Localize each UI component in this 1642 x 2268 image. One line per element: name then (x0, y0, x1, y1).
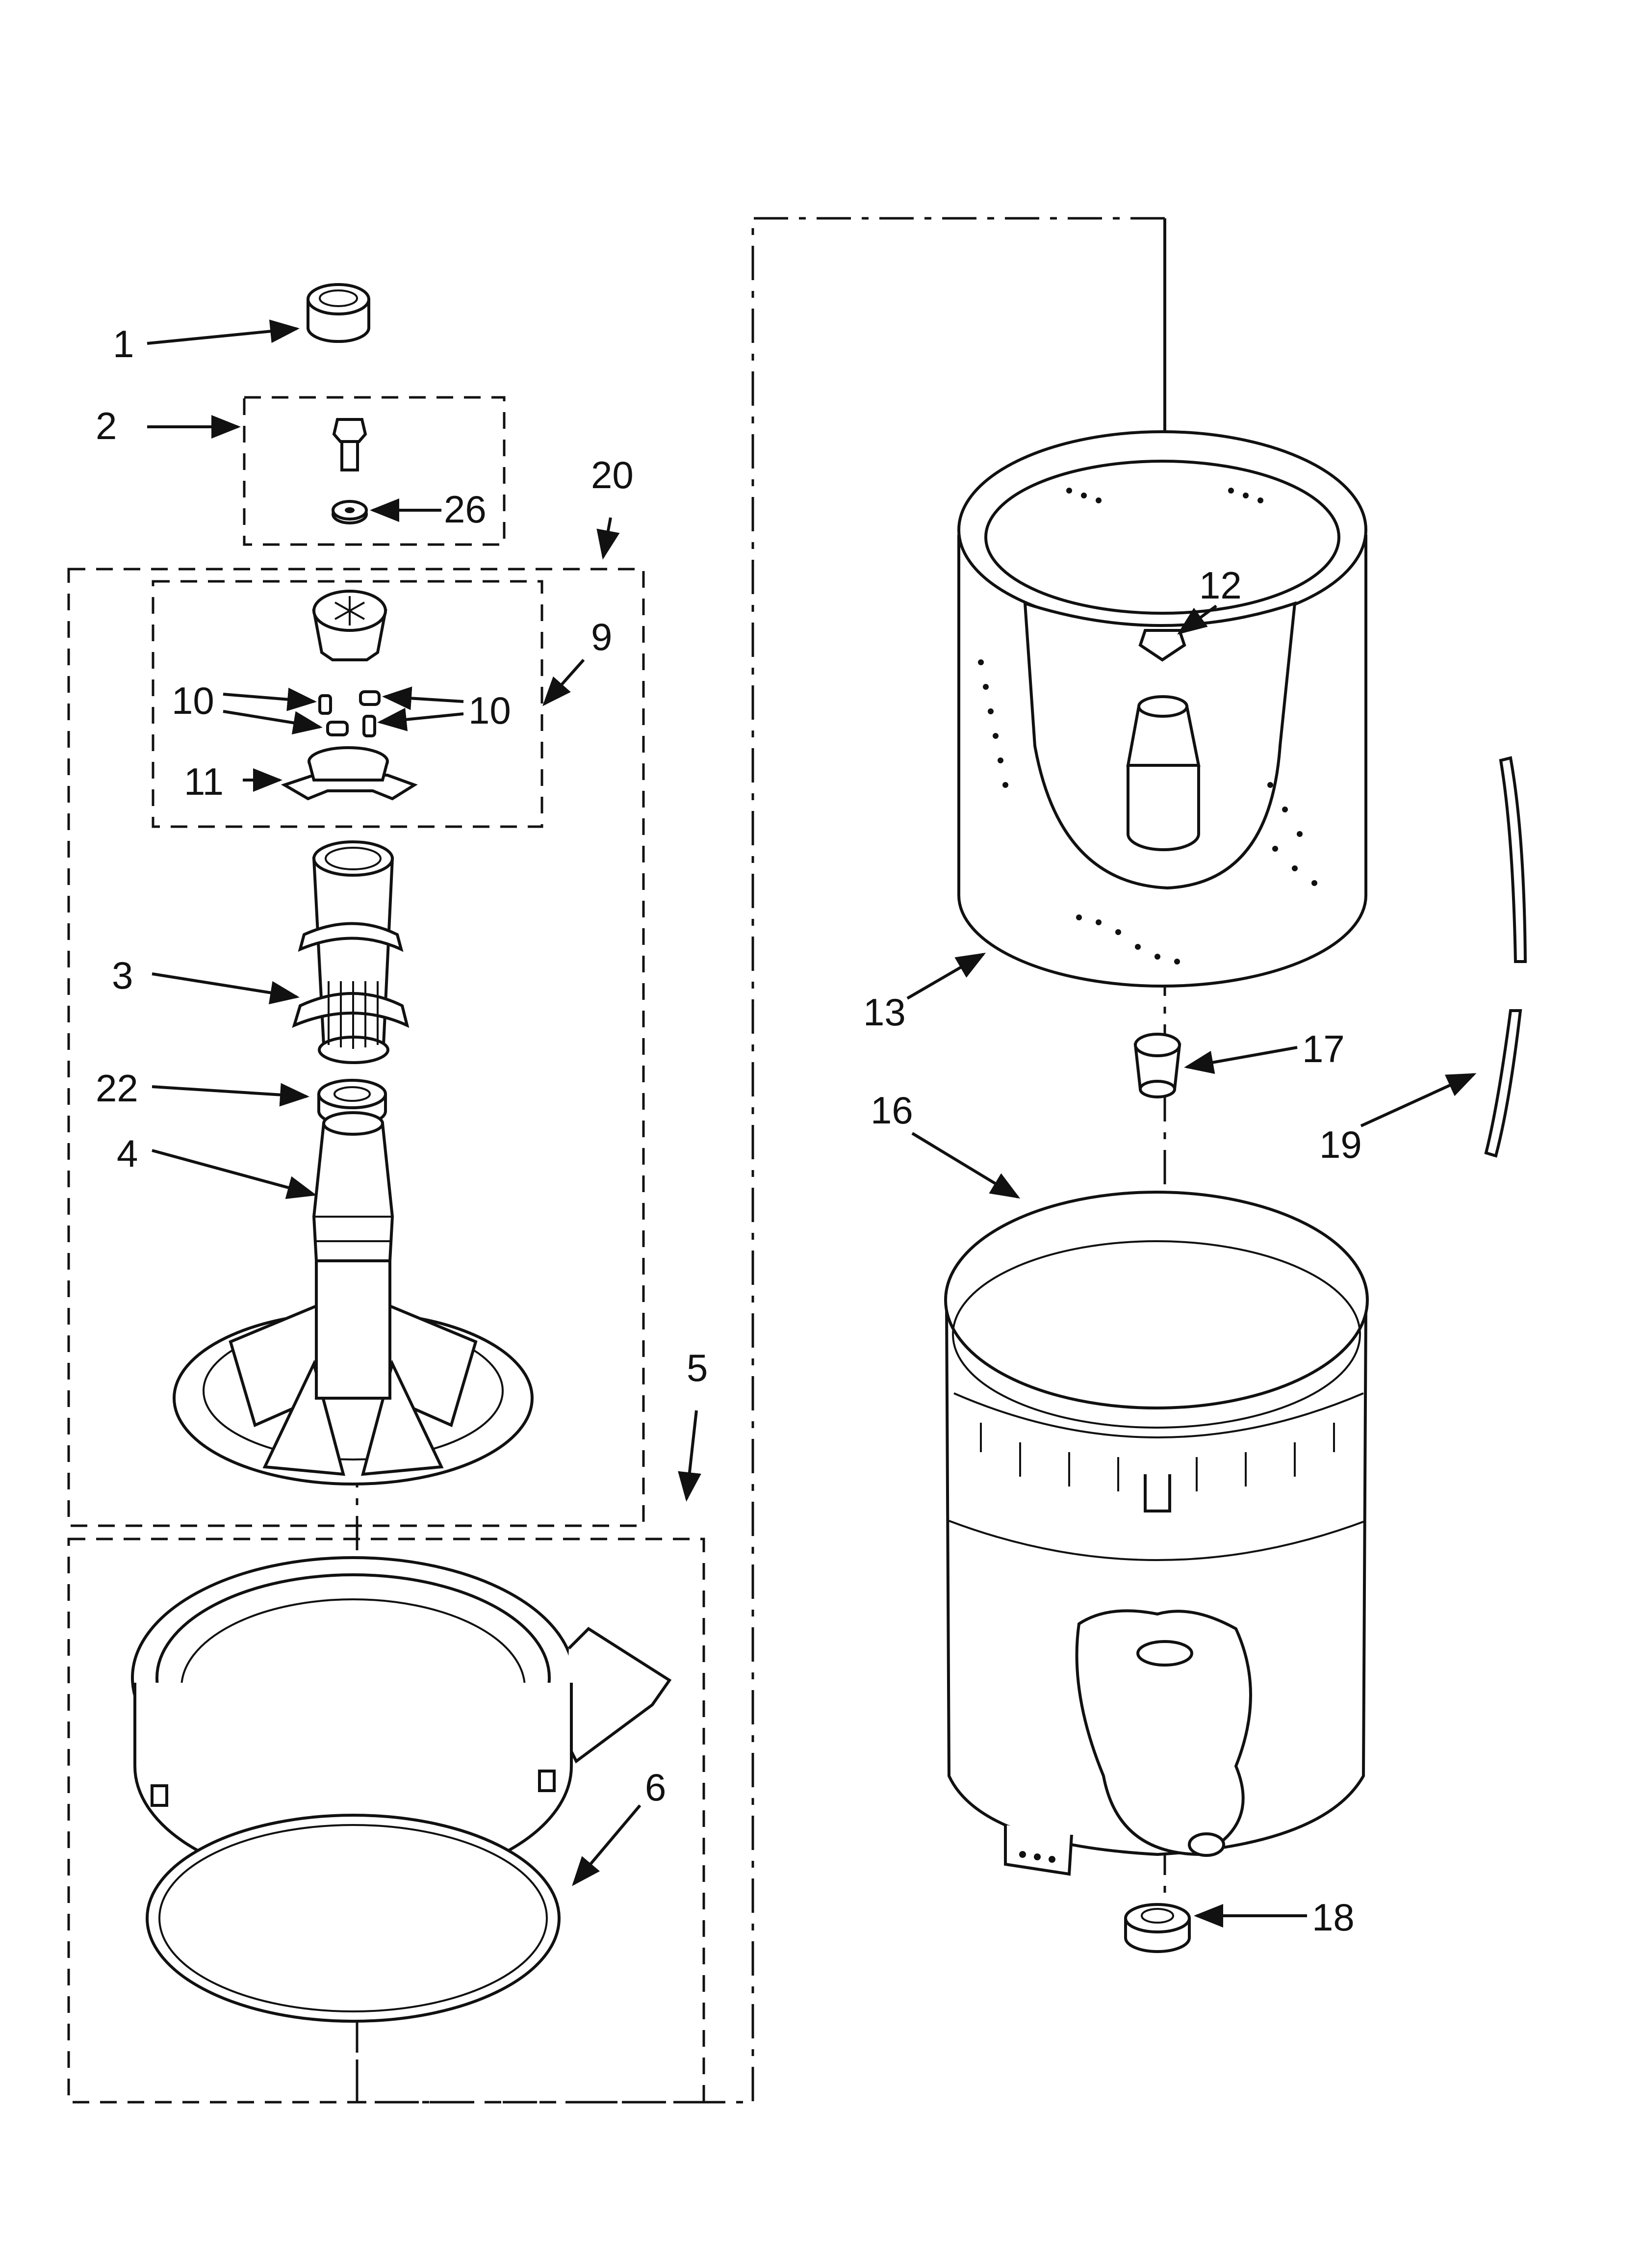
callout-2: 2 (96, 404, 117, 447)
callout-13: 13 (863, 991, 906, 1034)
part-4-agitator-base (173, 1111, 534, 1486)
part-2-bolt (332, 418, 367, 471)
callout-6: 6 (645, 1766, 666, 1809)
callout-22: 22 (96, 1067, 138, 1110)
callout-labels: 1 2 26 20 9 10 10 11 3 22 4 5 6 12 13 17… (96, 322, 1362, 1939)
callout-26: 26 (444, 488, 487, 531)
callout-1: 1 (113, 322, 134, 365)
callout-12: 12 (1199, 564, 1242, 607)
part-16-outer-tub (944, 1191, 1369, 1876)
part-9-cam (312, 590, 387, 661)
callout-3: 3 (112, 954, 133, 997)
part-19-hose (1484, 756, 1527, 1158)
callout-17: 17 (1302, 1027, 1345, 1070)
group-box-2 (243, 396, 506, 546)
callout-5: 5 (687, 1346, 708, 1389)
callout-18: 18 (1312, 1896, 1355, 1939)
part-11-dog-retainer (281, 746, 418, 801)
callout-10-right: 10 (468, 689, 511, 732)
group-box-9 (152, 580, 543, 828)
part-26-washer (332, 500, 368, 524)
part-1-cap (307, 283, 370, 343)
callout-10-left: 10 (172, 679, 214, 722)
callout-16: 16 (871, 1089, 913, 1132)
group-box-5 (67, 1538, 705, 2104)
part-3-agitator-barrel (292, 840, 410, 1064)
leader-lines (147, 319, 1477, 1928)
part-10-dogs (318, 690, 381, 737)
assembly-group-boxes (67, 396, 705, 2104)
callout-11: 11 (184, 760, 224, 803)
group-box-20 (67, 568, 645, 1527)
part-13-spin-basket (957, 430, 1367, 988)
part-18-bearing (1124, 1903, 1191, 1953)
callout-19: 19 (1319, 1123, 1362, 1166)
callout-4: 4 (117, 1132, 138, 1175)
part-6-seal-ring (146, 1814, 561, 2023)
part-17-drive-bell (1133, 1033, 1181, 1098)
callout-9: 9 (591, 615, 612, 658)
callout-20: 20 (591, 453, 634, 496)
